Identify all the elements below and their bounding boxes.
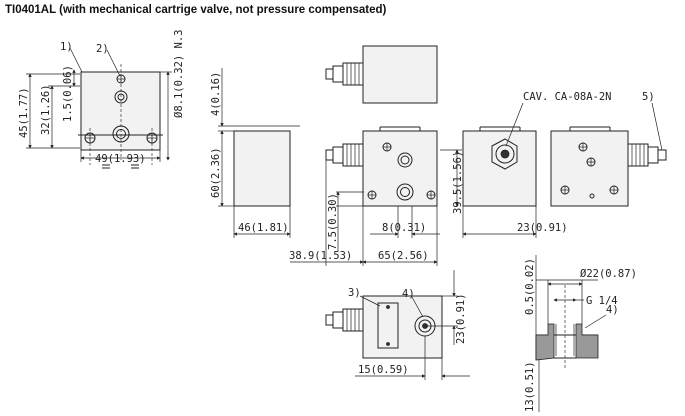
left-side-body — [233, 130, 291, 207]
dim-32: 32(1.26) — [40, 84, 52, 135]
cartridge-hex-nut — [491, 138, 518, 170]
view-left-side: 60(2.36) 4(0.16) 46(1.81) — [210, 68, 300, 238]
dim-4: 4(0.16) — [210, 72, 222, 116]
dim-dia-8-1: Ø8.1(0.32) N.3 — [173, 29, 185, 118]
view-right-side: 5) — [550, 91, 667, 207]
dim-8: 8(0.31) — [382, 222, 426, 234]
right-side-body — [550, 130, 629, 207]
dim-1-5: 1.5(0.06) — [62, 65, 74, 122]
view-port-face: 1) 2) 49(1.93) 45(1.77) 32(1.26) 1.5(0.0… — [18, 29, 185, 169]
dim-38-9: 38.9(1.53) — [289, 250, 352, 262]
dim-49: 49(1.93) — [95, 153, 146, 165]
dim-13: 13(0.51) — [524, 361, 536, 412]
dim-39-5: 39.5(1.56) — [452, 151, 464, 214]
drawing-title: TI0401AL (with mechanical cartrige valve… — [5, 4, 387, 16]
dim-65: 65(2.56) — [378, 250, 429, 262]
callout-5: 5) — [642, 91, 655, 103]
callout-1: 1) — [60, 41, 73, 53]
dim-15: 15(0.59) — [358, 364, 409, 376]
view-cavity-end: CAV. CA-08A-2N 39.5(1.56) 23(0.91) — [440, 91, 612, 238]
callout-4-section: 4) — [606, 304, 619, 316]
callout-3: 3) — [348, 287, 361, 299]
dim-0-5: 0.5(0.02) — [524, 258, 536, 315]
dim-60: 60(2.36) — [210, 147, 222, 198]
front-gauge-port — [397, 152, 413, 168]
dim-7-5: 7.5(0.30) — [327, 193, 339, 250]
bottom-view-body — [362, 295, 443, 359]
section-hatch-right — [575, 323, 599, 359]
cavity-view-body — [462, 130, 537, 207]
dim-45: 45(1.77) — [18, 87, 30, 138]
dim-dia-22: Ø22(0.87) — [580, 268, 637, 280]
section-hatch-left — [535, 323, 555, 361]
dim-g-thread: G 1/4 — [586, 295, 618, 307]
label-plate — [377, 302, 399, 349]
dim-46: 46(1.81) — [238, 222, 289, 234]
top-view-body — [362, 45, 438, 104]
callout-4: 4) — [402, 288, 415, 300]
dim-23-b: 23(0.91) — [455, 293, 467, 344]
cavity-label: CAV. CA-08A-2N — [523, 91, 612, 103]
view-front: 7.5(0.30) 8(0.31) 65(2.56) 38.9(1.53) — [289, 126, 440, 266]
front-port — [396, 183, 414, 201]
view-bottom: 3) 4) 23(0.91) 15(0.59) — [325, 270, 470, 380]
view-top — [325, 45, 438, 104]
view-port-section: Ø22(0.87) G 1/4 0.5(0.02) 13(0.51) 4) — [524, 255, 637, 412]
callout-2: 2) — [96, 43, 109, 55]
dim-23-a: 23(0.91) — [517, 222, 568, 234]
